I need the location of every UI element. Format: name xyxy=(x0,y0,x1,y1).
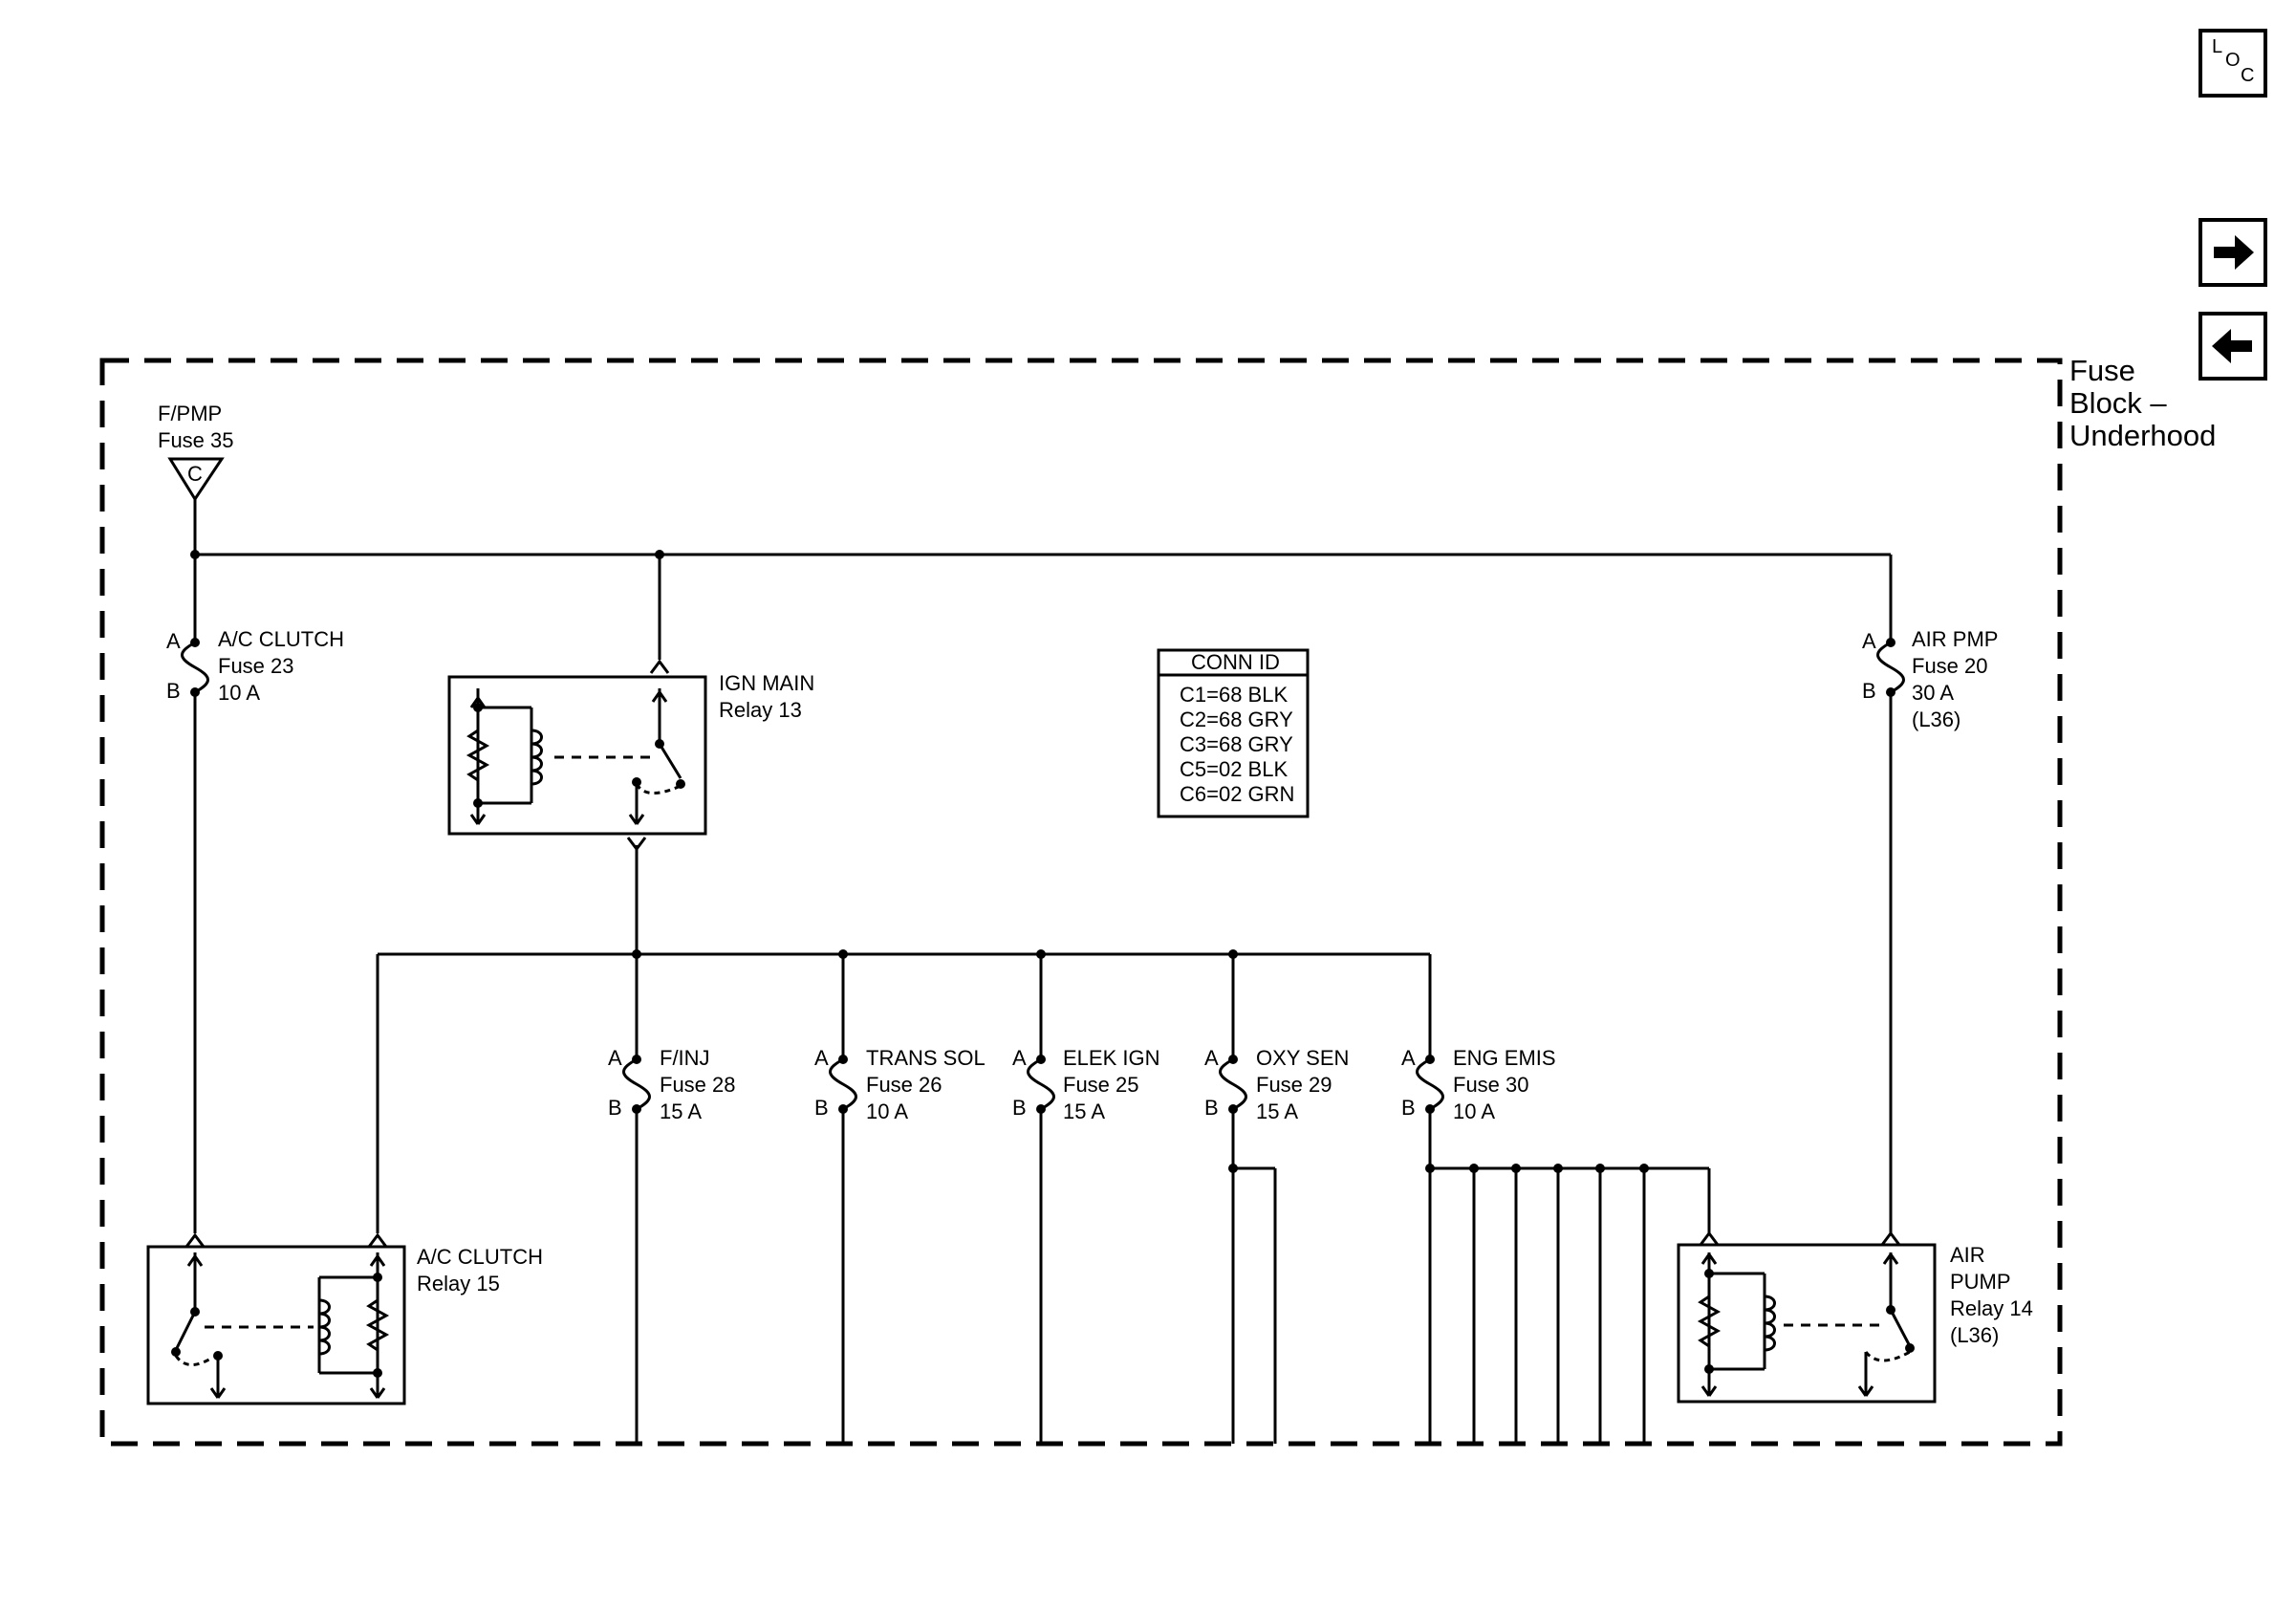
fuse-eng-emis xyxy=(1416,1053,1444,1116)
conn-id-row-5: C6=02 GRN xyxy=(1180,782,1294,806)
trans-sol-fuse-pin-b: B xyxy=(814,1096,829,1120)
oxy-sen-fuse-name: OXY SEN xyxy=(1256,1046,1349,1070)
f-inj-fuse-number: Fuse 28 xyxy=(660,1073,736,1097)
fuse-ac-clutch xyxy=(181,636,209,699)
loc-letter-o: O xyxy=(2225,50,2241,71)
splice-dots xyxy=(171,550,1915,1378)
ac-clutch-fuse-name: A/C CLUTCH xyxy=(218,627,344,651)
fuse-symbols xyxy=(181,636,1905,1116)
ac-clutch-relay-number: Relay 15 xyxy=(417,1272,500,1295)
air-pmp-fuse-rating: 30 A xyxy=(1912,681,1954,705)
wires xyxy=(99,358,2063,1447)
f-inj-fuse-pin-a: A xyxy=(608,1046,622,1070)
oxy-sen-fuse-number: Fuse 29 xyxy=(1256,1073,1332,1097)
ign-main-relay-box xyxy=(447,675,707,836)
loc-letter-l: L xyxy=(2212,36,2223,57)
elek-ign-fuse-pin-a: A xyxy=(1012,1046,1027,1070)
air-pump-relay-box xyxy=(1677,1243,1937,1404)
air-pmp-fuse-pin-a: A xyxy=(1862,629,1876,653)
eng-emis-fuse-rating: 10 A xyxy=(1453,1099,1495,1123)
trans-sol-fuse-number: Fuse 26 xyxy=(866,1073,942,1097)
f-inj-fuse-pin-b: B xyxy=(608,1096,622,1120)
ac-clutch-fuse-pin-a: A xyxy=(166,629,181,653)
air-pump-relay-option: (L36) xyxy=(1950,1323,1999,1347)
block-label-line1: Fuse xyxy=(2069,354,2135,387)
fuse-elek-ign xyxy=(1027,1053,1055,1116)
source-label-line2: Fuse 35 xyxy=(158,428,234,452)
air-pmp-fuse-number: Fuse 20 xyxy=(1912,654,1988,678)
oxy-sen-fuse-rating: 15 A xyxy=(1256,1099,1298,1123)
air-pump-relay-line1: AIR xyxy=(1950,1243,1985,1267)
ac-clutch-fuse-rating: 10 A xyxy=(218,681,260,705)
block-label-line3: Underhood xyxy=(2069,419,2216,452)
ac-clutch-relay-name: A/C CLUTCH xyxy=(417,1245,543,1269)
next-page-button[interactable] xyxy=(2199,218,2267,287)
ign-main-relay-number: Relay 13 xyxy=(719,698,802,722)
connector-c-triangle xyxy=(167,457,225,502)
conn-id-row-3: C3=68 GRY xyxy=(1180,732,1293,756)
fuse-oxy-sen xyxy=(1219,1053,1247,1116)
trans-sol-fuse-rating: 10 A xyxy=(866,1099,908,1123)
conn-id-row-2: C2=68 GRY xyxy=(1180,708,1293,731)
f-inj-fuse-rating: 15 A xyxy=(660,1099,702,1123)
f-inj-fuse-name: F/INJ xyxy=(660,1046,710,1070)
air-pmp-fuse-name: AIR PMP xyxy=(1912,627,1998,651)
conn-id-row-4: C5=02 BLK xyxy=(1180,757,1288,781)
elek-ign-fuse-rating: 15 A xyxy=(1063,1099,1105,1123)
ac-clutch-fuse-pin-b: B xyxy=(166,679,181,703)
arrow-left-icon xyxy=(2212,329,2252,363)
oxy-sen-fuse-pin-b: B xyxy=(1204,1096,1219,1120)
fuse-block-border xyxy=(99,358,2063,1447)
loc-letter-c: C xyxy=(2241,65,2255,86)
ac-clutch-relay-box xyxy=(146,1245,406,1405)
ign-main-relay-name: IGN MAIN xyxy=(719,671,814,695)
elek-ign-fuse-pin-b: B xyxy=(1012,1096,1027,1120)
trans-sol-fuse-pin-a: A xyxy=(814,1046,829,1070)
location-button[interactable]: L O C xyxy=(2199,29,2267,98)
conn-id-box xyxy=(1157,648,1310,818)
eng-emis-fuse-pin-a: A xyxy=(1401,1046,1416,1070)
conn-id-header: CONN ID xyxy=(1191,650,1280,674)
elek-ign-fuse-number: Fuse 25 xyxy=(1063,1073,1139,1097)
eng-emis-fuse-pin-b: B xyxy=(1401,1096,1416,1120)
eng-emis-fuse-number: Fuse 30 xyxy=(1453,1073,1529,1097)
source-label-line1: F/PMP xyxy=(158,402,222,425)
elek-ign-fuse-name: ELEK IGN xyxy=(1063,1046,1159,1070)
fuse-f-inj xyxy=(622,1053,651,1116)
air-pump-relay-number: Relay 14 xyxy=(1950,1296,2033,1320)
fuse-air-pmp xyxy=(1876,636,1905,699)
air-pmp-fuse-pin-b: B xyxy=(1862,679,1876,703)
air-pmp-fuse-option: (L36) xyxy=(1912,708,1960,731)
arrow-right-icon xyxy=(2214,235,2254,270)
ac-clutch-fuse-number: Fuse 23 xyxy=(218,654,294,678)
eng-emis-fuse-name: ENG EMIS xyxy=(1453,1046,1556,1070)
air-pump-relay-line2: PUMP xyxy=(1950,1270,2011,1294)
conn-id-row-1: C1=68 BLK xyxy=(1180,683,1288,707)
block-label-line2: Block – xyxy=(2069,386,2167,420)
trans-sol-fuse-name: TRANS SOL xyxy=(866,1046,986,1070)
terminals xyxy=(184,660,1901,1399)
oxy-sen-fuse-pin-a: A xyxy=(1204,1046,1219,1070)
connector-c-label: C xyxy=(187,462,203,486)
previous-page-button[interactable] xyxy=(2199,312,2267,381)
fuse-trans-sol xyxy=(829,1053,857,1116)
